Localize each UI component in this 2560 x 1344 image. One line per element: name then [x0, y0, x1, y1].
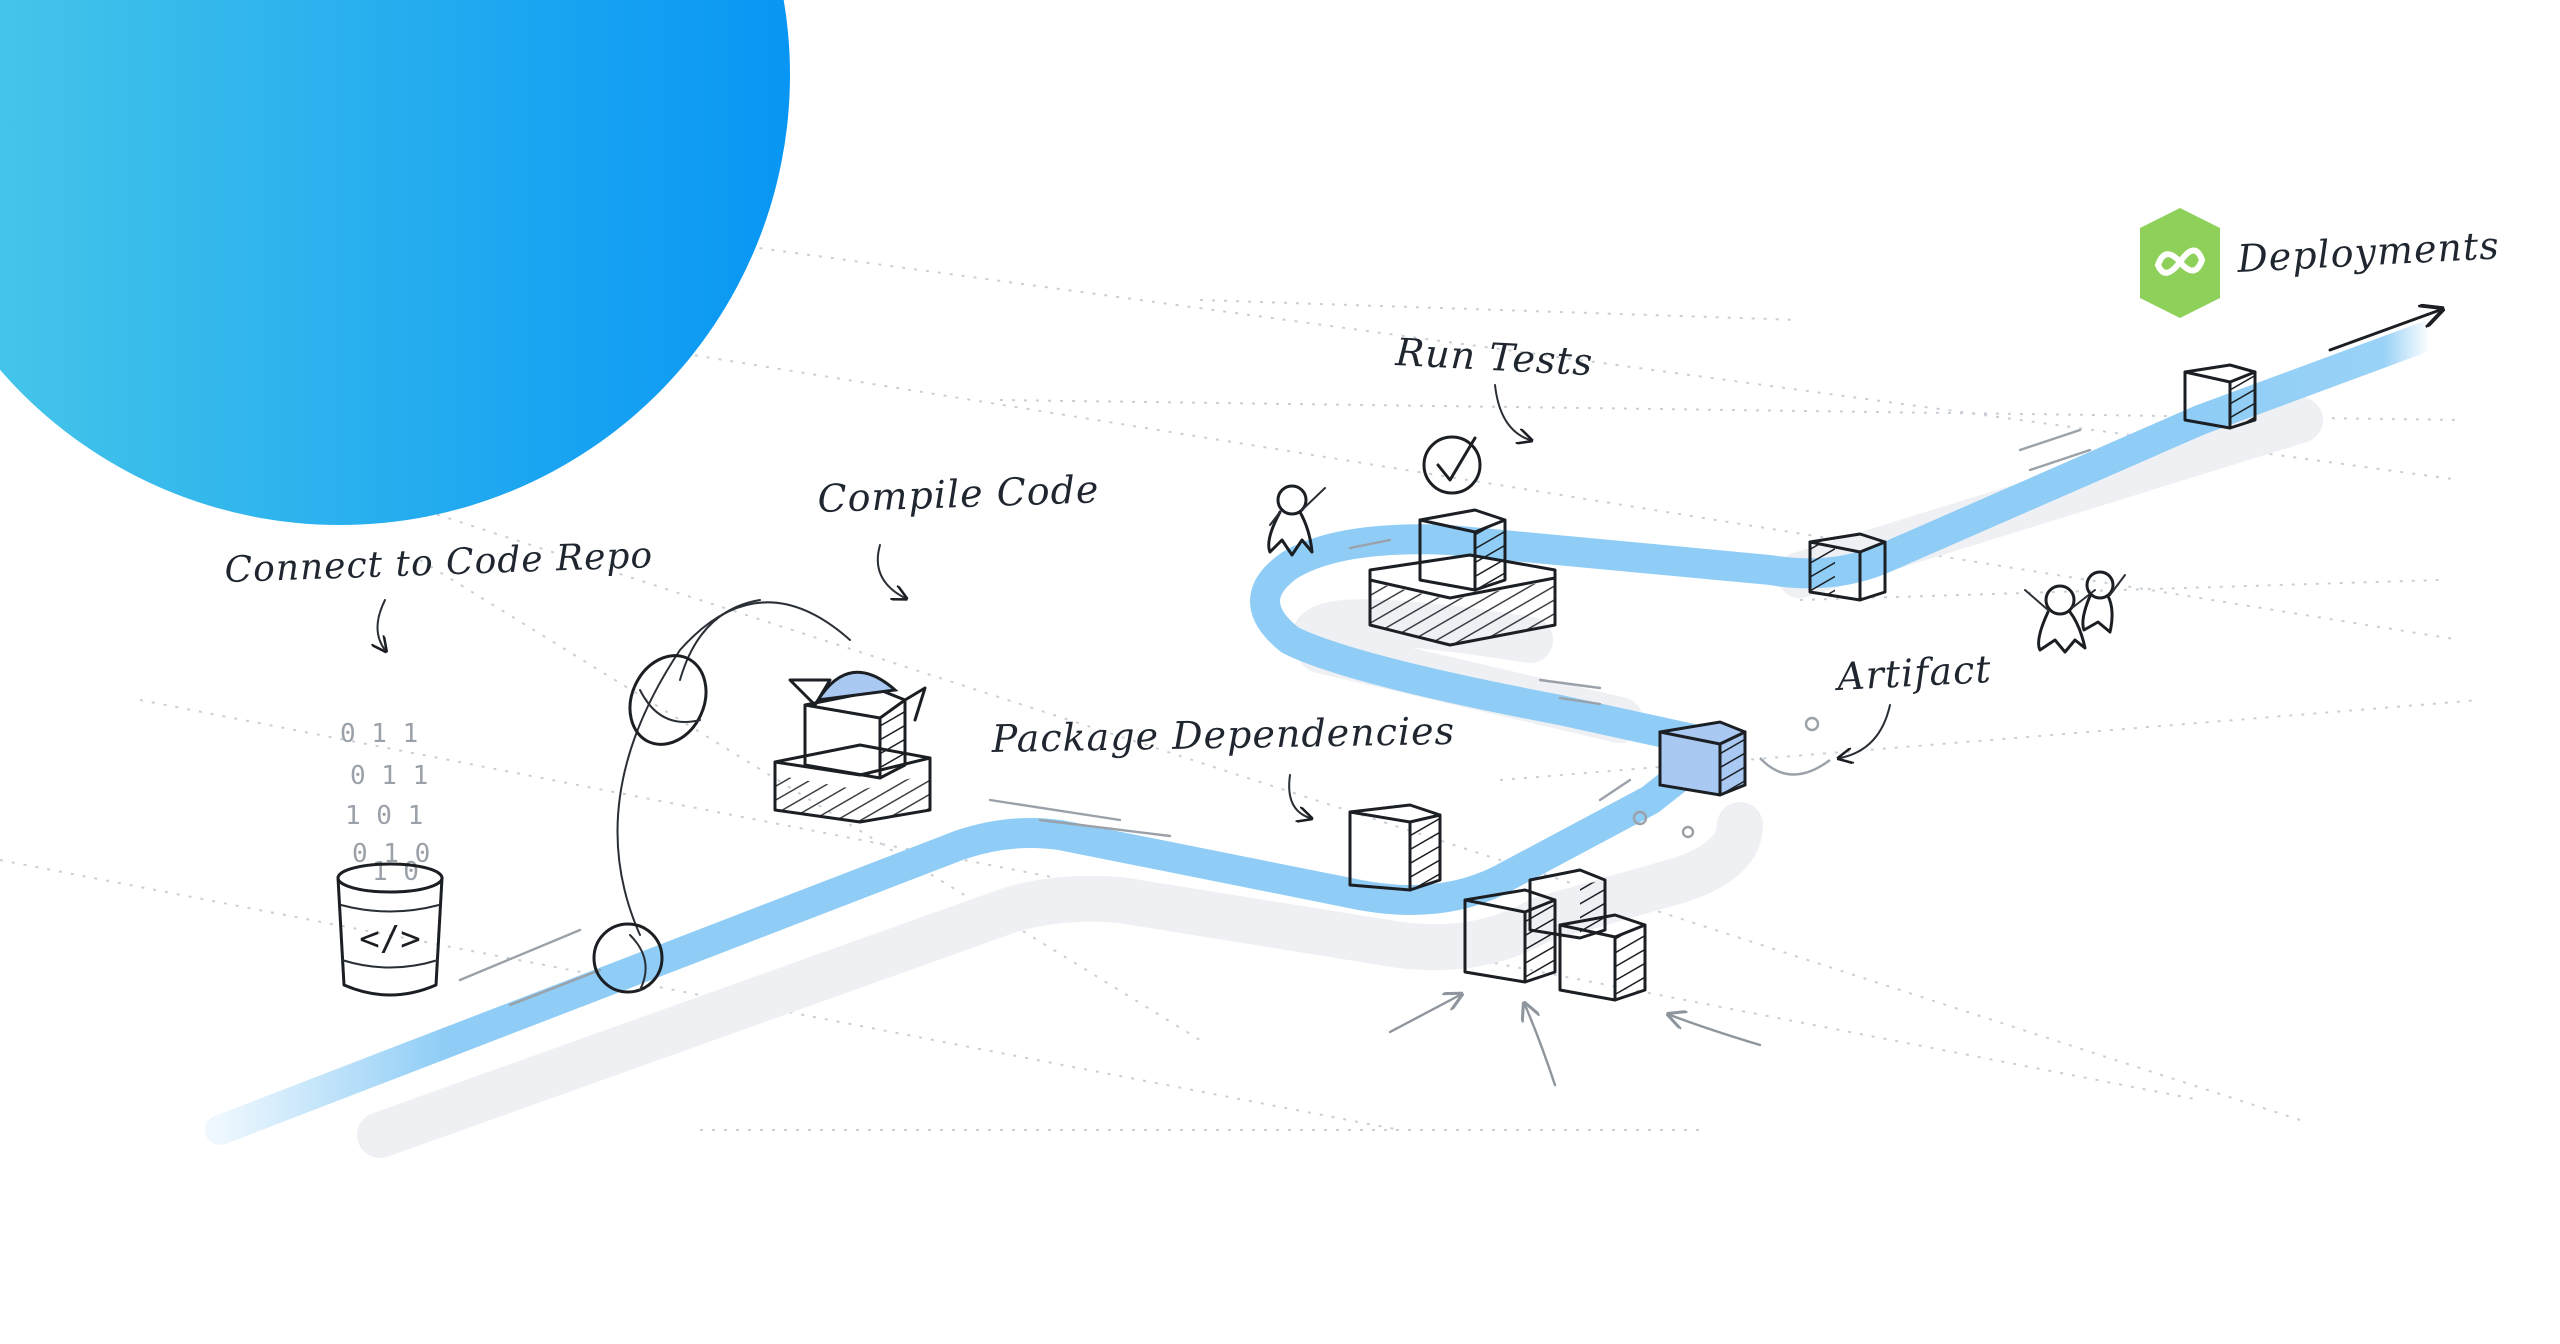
tests-arrow-icon — [1494, 384, 1530, 440]
package-arrow-icon — [1288, 774, 1310, 818]
track-box-top — [2183, 363, 2257, 430]
gradient-blob — [0, 0, 790, 525]
checkmark-icon — [1422, 435, 1482, 495]
svg-text:1 0 1: 1 0 1 — [345, 801, 423, 831]
incoming-arrows — [1388, 995, 1762, 1087]
tests-box-stack — [1368, 508, 1557, 647]
artifact-bubbles — [1632, 716, 1831, 839]
package-box — [1348, 803, 1442, 892]
motion-streaks — [458, 428, 2092, 1007]
bouncing-balls — [592, 599, 851, 994]
svg-text:0 1 1: 0 1 1 — [350, 761, 428, 791]
dependency-boxes — [1463, 868, 1647, 1002]
compile-arrow-icon — [876, 544, 905, 598]
code-bucket-icon: </> — [336, 862, 444, 997]
pipe-shadow — [357, 397, 2323, 1158]
svg-text:1 0: 1 0 — [372, 857, 419, 887]
track-box-middle — [1808, 532, 1887, 602]
binary-stream: 0 1 1 0 1 1 1 0 1 0 1 0 1 0 — [340, 719, 430, 887]
label-package: Package Dependencies — [990, 709, 1455, 761]
svg-text:0 1 1: 0 1 1 — [340, 719, 418, 749]
infinity-icon — [2140, 208, 2220, 318]
compile-box-stack — [773, 670, 932, 824]
person-icon — [1267, 484, 1326, 557]
label-compile: Compile Code — [817, 467, 1100, 521]
label-connect: Connect to Code Repo — [224, 535, 654, 591]
artifact-box — [1658, 720, 1747, 797]
connect-arrow-icon — [378, 599, 386, 650]
label-tests: Run Tests — [1394, 330, 1595, 384]
label-artifact: Artifact — [1833, 647, 1992, 699]
label-deployments: Deployments — [2235, 223, 2500, 281]
artifact-arrow-icon — [1840, 704, 1891, 758]
celebrating-people-icon — [2024, 570, 2126, 654]
deploy-arrow-icon — [2328, 310, 2440, 352]
code-glyph: </> — [359, 919, 420, 959]
